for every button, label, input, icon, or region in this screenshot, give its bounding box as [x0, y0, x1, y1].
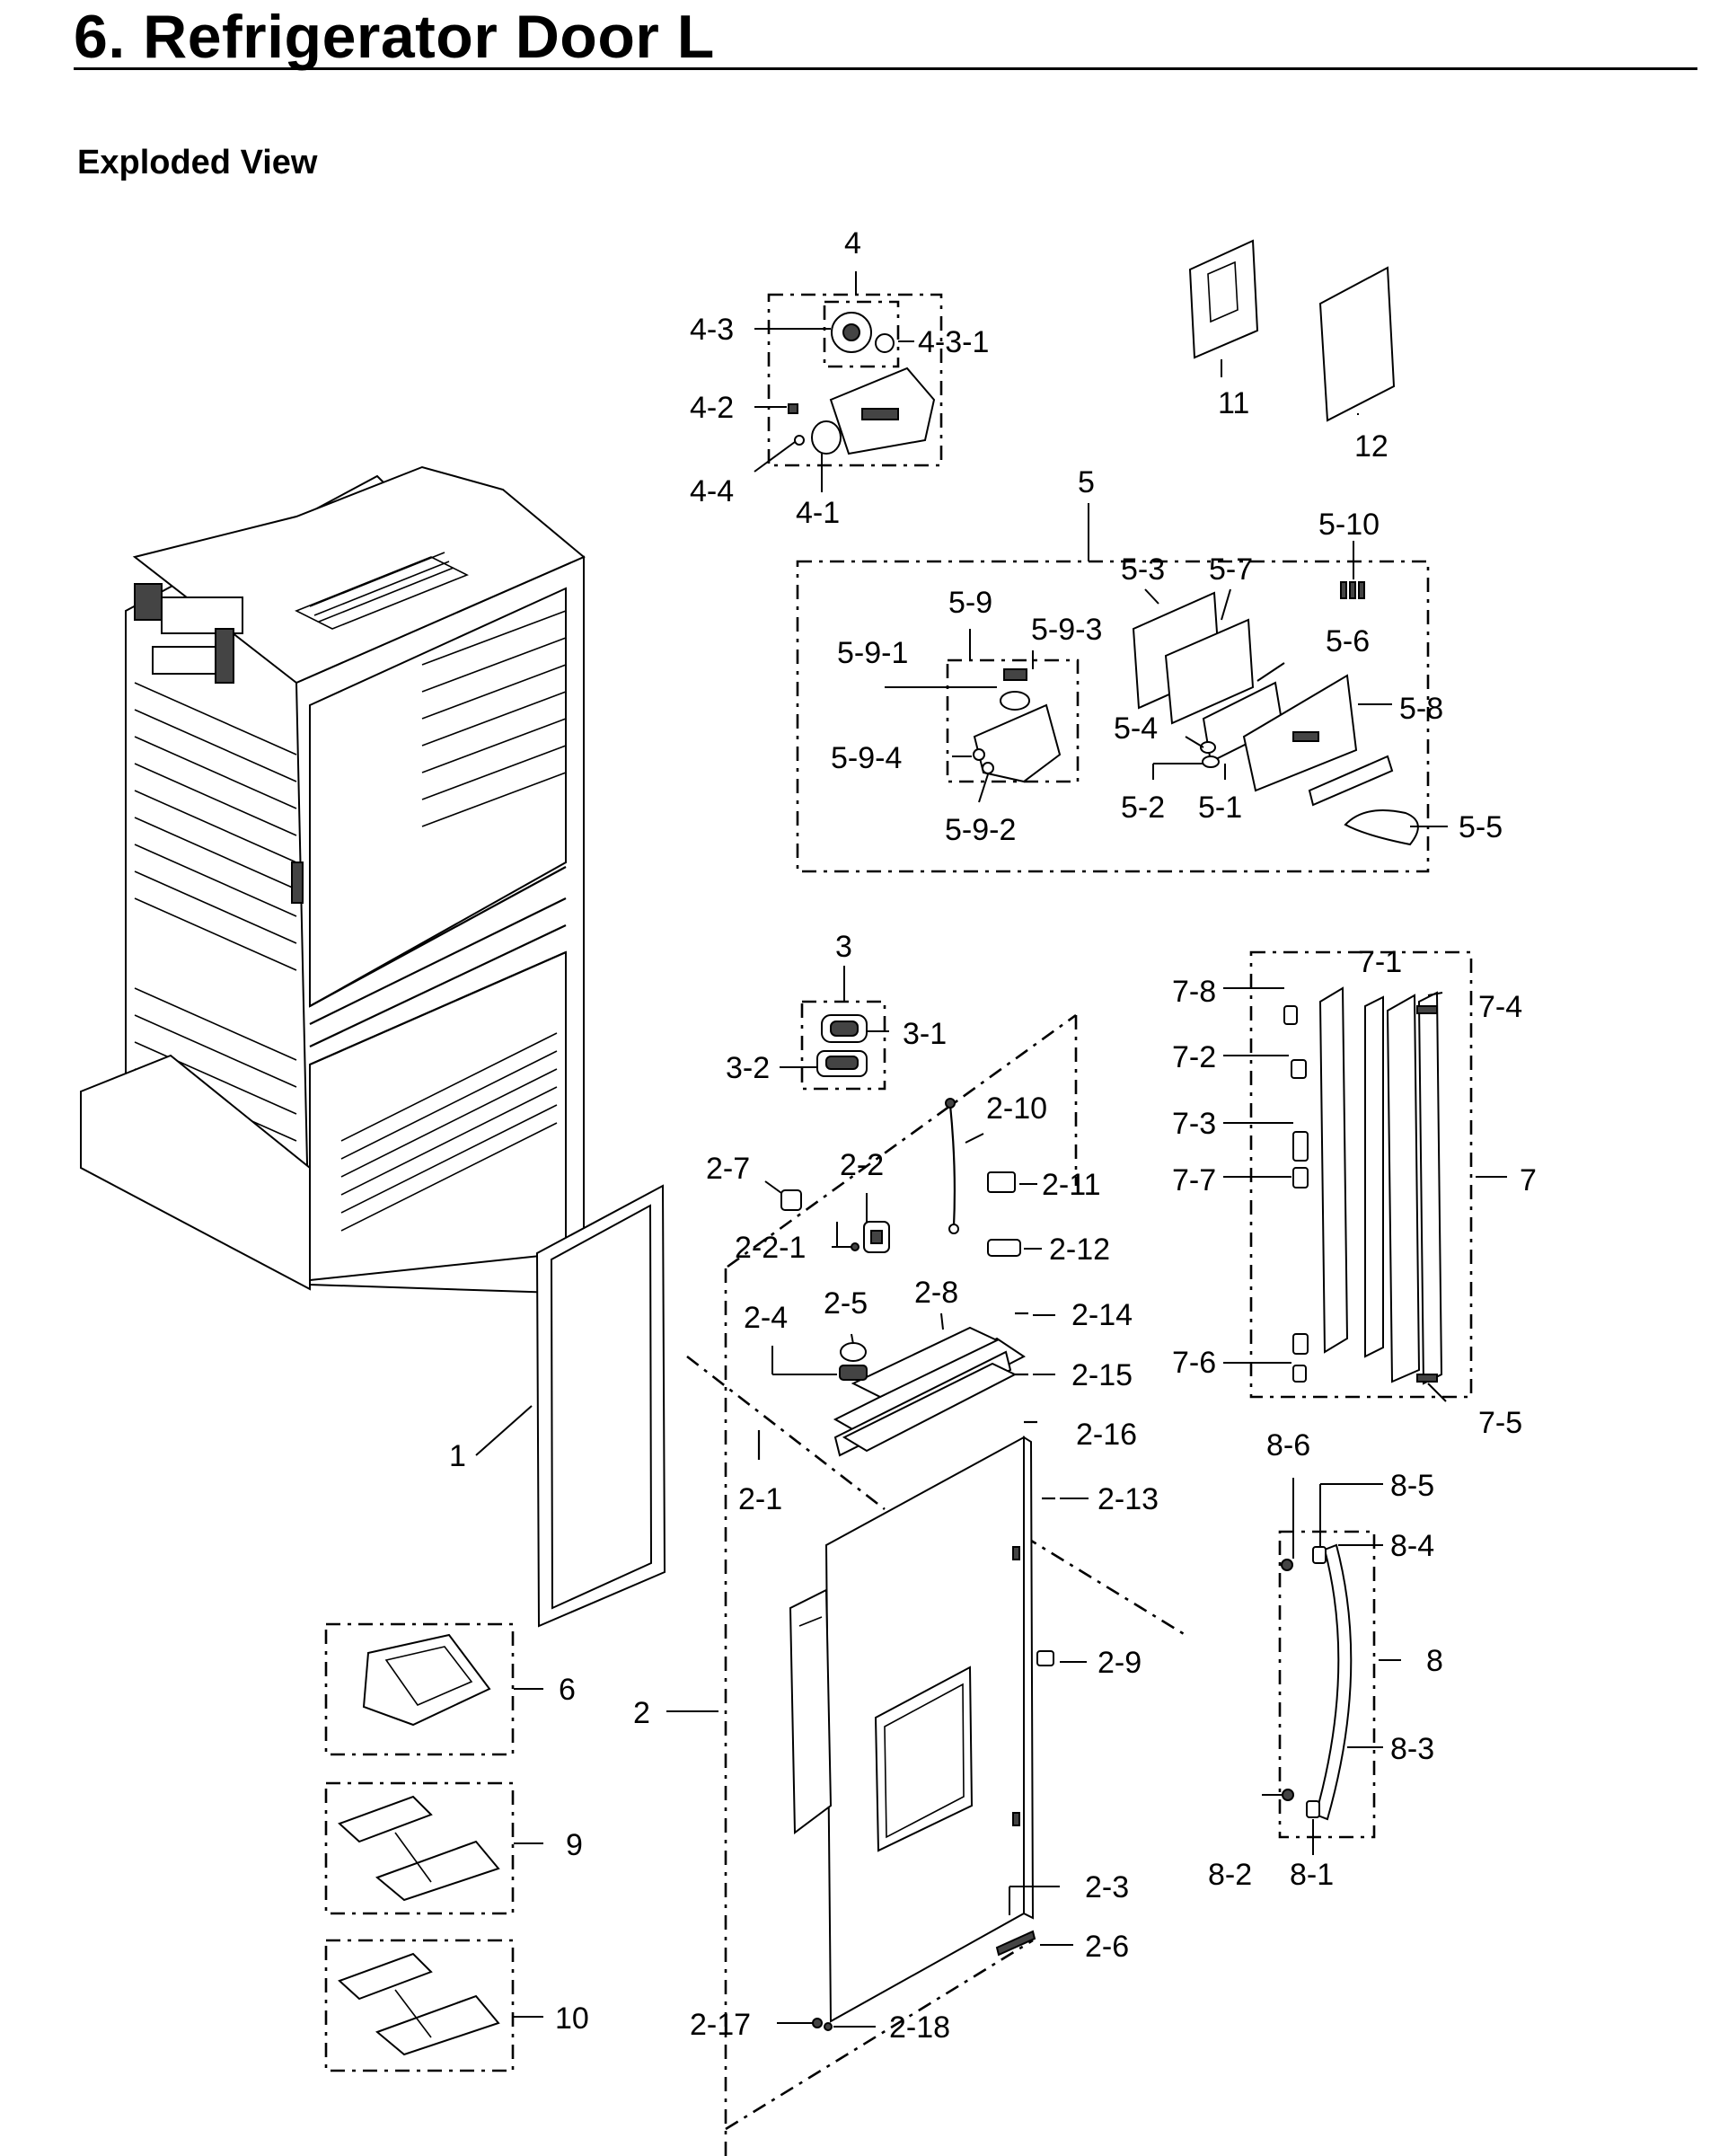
callout-2-6: 2-6: [1085, 1930, 1129, 1964]
callout-8-3: 8-3: [1390, 1732, 1434, 1766]
callout-6: 6: [559, 1673, 576, 1707]
callout-5-9-3: 5-9-3: [1031, 613, 1102, 647]
callout-2-11: 2-11: [1042, 1168, 1101, 1202]
callout-5-9-4: 5-9-4: [831, 741, 902, 775]
callout-7-5: 7-5: [1478, 1406, 1522, 1440]
callout-11: 11: [1218, 386, 1249, 420]
callout-2-12: 2-12: [1049, 1233, 1110, 1267]
callout-7-8: 7-8: [1172, 975, 1216, 1009]
parts-11-12: [1188, 239, 1396, 422]
group-3-parts: [780, 966, 889, 1091]
title-rule: [74, 67, 1697, 70]
callout-2-13: 2-13: [1098, 1482, 1159, 1516]
callout-7-4: 7-4: [1478, 990, 1522, 1024]
callout-5-4: 5-4: [1114, 711, 1158, 746]
callout-2-10: 2-10: [986, 1091, 1047, 1126]
callout-2-8: 2-8: [914, 1276, 958, 1310]
callout-12: 12: [1354, 429, 1388, 464]
callout-2-2-1: 2-2-1: [735, 1231, 806, 1265]
callout-8-4: 8-4: [1390, 1529, 1434, 1563]
door-frame-dashed-outline: [666, 1013, 1186, 2156]
callout-5: 5: [1078, 465, 1095, 499]
callout-8-6: 8-6: [1266, 1428, 1310, 1462]
callout-2-9: 2-9: [1098, 1646, 1142, 1680]
callout-9: 9: [566, 1828, 583, 1862]
callout-8-1: 8-1: [1290, 1858, 1334, 1892]
callout-3: 3: [835, 930, 852, 964]
callout-10: 10: [555, 2001, 589, 2036]
callout-2-4: 2-4: [744, 1301, 788, 1335]
group-8-parts: [1262, 1478, 1401, 1855]
group-5-parts: [796, 503, 1448, 873]
callout-2-5: 2-5: [824, 1286, 868, 1321]
section-subtitle: Exploded View: [77, 144, 318, 181]
callout-1: 1: [449, 1439, 466, 1473]
callout-7-6: 7-6: [1172, 1346, 1216, 1380]
callout-2-2: 2-2: [840, 1148, 884, 1182]
callout-7-2: 7-2: [1172, 1040, 1216, 1074]
callout-5-5: 5-5: [1459, 810, 1503, 844]
callout-4-2: 4-2: [690, 391, 734, 425]
callout-2-7: 2-7: [706, 1152, 750, 1186]
callout-5-9-1: 5-9-1: [837, 636, 908, 670]
callout-7: 7: [1520, 1163, 1537, 1197]
callout-4-4: 4-4: [690, 474, 734, 508]
callout-4-3: 4-3: [690, 313, 734, 347]
callout-7-1: 7-1: [1358, 945, 1402, 979]
door-gasket-part: [475, 1184, 666, 1628]
callout-5-8: 5-8: [1399, 692, 1443, 726]
callout-4-1: 4-1: [796, 496, 840, 530]
group-4-parts: [754, 271, 943, 492]
group-7-parts: [1223, 950, 1507, 1402]
callout-2-17: 2-17: [690, 2008, 751, 2042]
page-title: 6. Refrigerator Door L: [74, 3, 715, 71]
callout-2-1: 2-1: [738, 1482, 782, 1516]
callout-3-1: 3-1: [903, 1017, 947, 1051]
group-2-small-parts: [757, 1098, 1089, 2031]
callout-5-2: 5-2: [1121, 791, 1165, 825]
callout-8-2: 8-2: [1208, 1858, 1252, 1892]
callout-2-15: 2-15: [1071, 1358, 1133, 1392]
callout-2-3: 2-3: [1085, 1870, 1129, 1904]
callout-7-3: 7-3: [1172, 1107, 1216, 1141]
callout-5-9-2: 5-9-2: [945, 813, 1016, 847]
callout-4-3-1: 4-3-1: [918, 325, 989, 359]
callout-2-18: 2-18: [889, 2010, 950, 2045]
callout-5-9: 5-9: [948, 586, 992, 620]
callout-7-7: 7-7: [1172, 1163, 1216, 1197]
callout-4: 4: [844, 226, 861, 261]
door-body-part: [789, 1337, 1035, 2023]
callout-5-1: 5-1: [1198, 791, 1242, 825]
callout-3-2: 3-2: [726, 1051, 770, 1085]
callout-2-14: 2-14: [1071, 1298, 1133, 1332]
callout-8-5: 8-5: [1390, 1469, 1434, 1503]
bin-parts: [324, 1622, 543, 2072]
callout-labels: 4 4-3 4-3-1 4-2 4-4 4-1 11 12 5 5-10 5-3…: [449, 226, 1537, 2045]
callout-8: 8: [1426, 1644, 1443, 1678]
callout-5-3: 5-3: [1121, 552, 1165, 587]
refrigerator-cabinet-illustration: [80, 465, 586, 1295]
callout-5-7: 5-7: [1209, 552, 1253, 587]
callout-5-10: 5-10: [1318, 508, 1380, 542]
callout-2-16: 2-16: [1076, 1418, 1137, 1452]
callout-5-6: 5-6: [1326, 624, 1370, 658]
callout-2: 2: [633, 1696, 650, 1730]
